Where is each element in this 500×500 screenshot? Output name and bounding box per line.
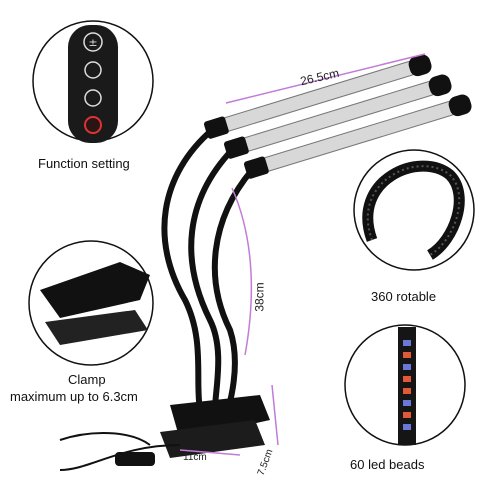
cable-controller xyxy=(59,432,181,471)
rotate-callout xyxy=(353,149,475,271)
rotate-label: 360 rotable xyxy=(371,289,437,304)
function-setting-label: Function setting xyxy=(38,156,130,171)
dimension-lines xyxy=(179,53,426,456)
plus-minus-icon xyxy=(83,32,103,52)
clamp-max-label: maximum up to 6.3cm xyxy=(10,389,138,404)
mode-icon xyxy=(84,89,102,107)
clamp-label: Clamp xyxy=(68,372,106,387)
clamp-width-dimension: 11cm xyxy=(183,452,207,463)
clip-base xyxy=(160,395,270,458)
timer-icon xyxy=(84,61,102,79)
power-icon xyxy=(84,116,102,134)
clamp-callout xyxy=(28,240,154,366)
gooseneck-length-dimension: 38cm xyxy=(252,282,267,312)
svg-text:±: ± xyxy=(88,36,97,49)
led-strip xyxy=(403,340,411,430)
function-remote-callout: ± xyxy=(32,20,154,143)
led-beads-callout xyxy=(344,324,466,446)
led-beads-label: 60 led beads xyxy=(350,457,425,472)
lamp-tubes xyxy=(203,54,472,179)
goosenecks xyxy=(161,127,255,413)
